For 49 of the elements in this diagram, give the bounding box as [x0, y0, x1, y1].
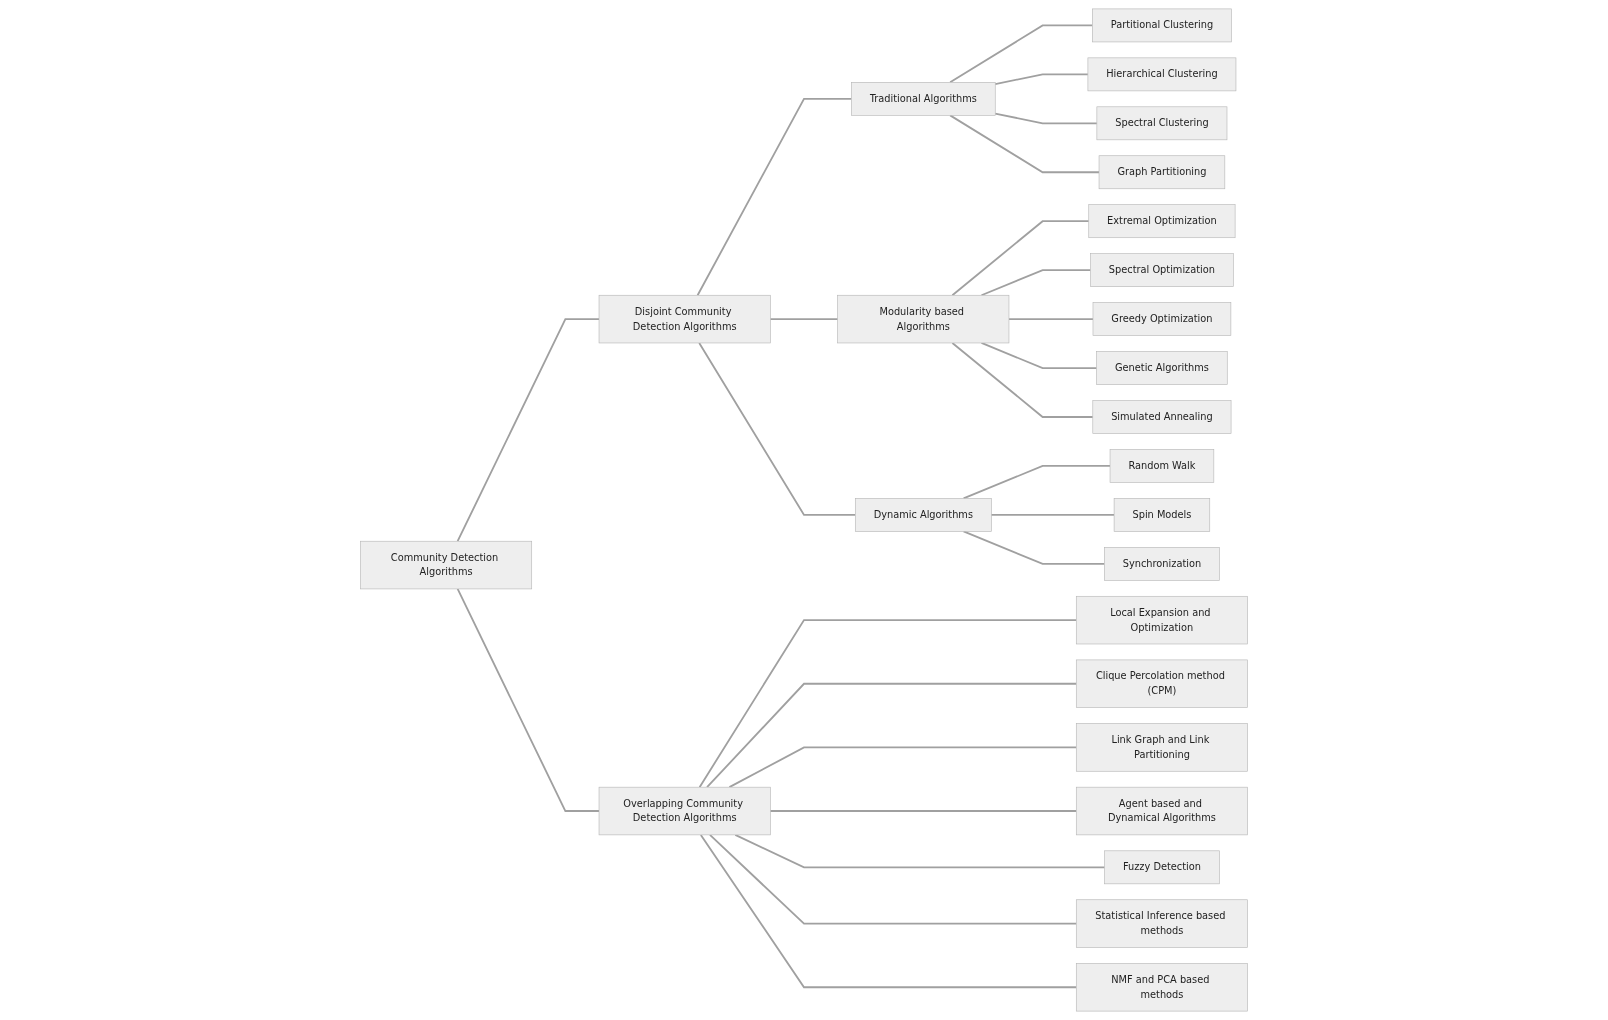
node-box: Spectral Clustering — [1096, 106, 1228, 141]
connector — [951, 342, 1094, 418]
connector — [1008, 318, 1094, 321]
connector — [994, 112, 1098, 125]
connector — [699, 833, 1078, 989]
node-box: Synchronization — [1104, 547, 1220, 581]
connector — [962, 530, 1106, 565]
node-box: Statistical Inference based methods — [1075, 899, 1248, 948]
connector — [706, 682, 1078, 789]
connector — [949, 114, 1100, 174]
connector — [698, 619, 1078, 789]
connector — [949, 24, 1094, 84]
node-box: Clique Percolation method (CPM) — [1075, 659, 1248, 708]
node-box: NMF and PCA based methods — [1075, 963, 1248, 1012]
node-box: Link Graph and Link Partitioning — [1075, 723, 1248, 772]
node-box: Extremal Optimization — [1088, 204, 1236, 239]
node-box: Modularity based Algorithms — [837, 294, 1010, 344]
connector — [734, 833, 1106, 869]
node-box: Genetic Algorithms — [1096, 351, 1228, 385]
node-box: Disjoint Community Detection Algorithms — [598, 294, 771, 344]
connector — [990, 513, 1115, 516]
node-box: Dynamic Algorithms — [855, 498, 992, 532]
node-box: Overlapping Community Detection Algorithms — [598, 786, 771, 836]
node-box: Random Walk — [1109, 449, 1215, 483]
node-box: Fuzzy Detection — [1104, 850, 1220, 885]
node-box: Hierarchical Clustering — [1087, 57, 1237, 92]
connector — [994, 73, 1089, 85]
node-box: Graph Partitioning — [1098, 155, 1226, 190]
node-box: Local Expansion and Optimization — [1075, 595, 1248, 645]
node-box: Partitional Clustering — [1092, 8, 1232, 43]
connector — [696, 97, 853, 297]
connector — [456, 318, 600, 543]
connector — [769, 810, 1078, 812]
node-box: Traditional Algorithms — [851, 82, 996, 116]
node-box: Spectral Optimization — [1090, 253, 1234, 287]
connector — [769, 318, 839, 321]
node-box: Community Detection Algorithms — [360, 540, 533, 590]
node-box: Spin Models — [1113, 498, 1211, 532]
node-box: Greedy Optimization — [1092, 302, 1232, 336]
connector — [728, 746, 1078, 789]
connector — [980, 342, 1098, 369]
node-box: Agent based and Dynamical Algorithms — [1075, 786, 1248, 836]
connector — [698, 342, 857, 516]
connector — [456, 588, 600, 812]
connector — [951, 220, 1090, 297]
connector — [980, 269, 1092, 297]
node-box: Simulated Annealing — [1092, 400, 1232, 434]
connector — [962, 465, 1111, 500]
connector — [709, 833, 1078, 925]
